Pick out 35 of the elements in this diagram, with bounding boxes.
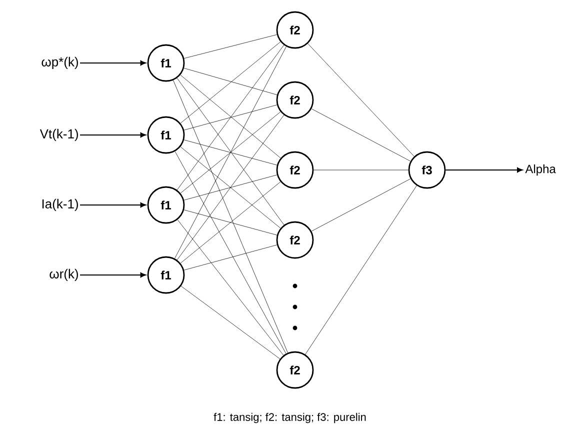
connection-line [184, 210, 278, 236]
connection-line [180, 286, 280, 360]
connection-line [173, 80, 288, 353]
input-label: Ia(k-1) [42, 198, 78, 212]
connection-line [176, 78, 284, 226]
connection-line [184, 244, 278, 270]
output-label: Alpha [525, 164, 556, 176]
connection-line [177, 220, 284, 356]
connection-line [184, 68, 278, 96]
connection-line [180, 42, 281, 124]
connection-line [311, 108, 411, 162]
connection-line [308, 43, 414, 157]
input-label: ωp*(k) [42, 56, 78, 70]
connection-line [176, 44, 284, 190]
arrow [80, 272, 146, 278]
connection-line [174, 46, 286, 259]
connection-line [174, 151, 286, 354]
arrow [445, 167, 523, 173]
connection-line [180, 146, 281, 228]
arrow [80, 132, 146, 138]
connection-line [180, 182, 281, 264]
arrow [80, 202, 146, 208]
connection-line [180, 112, 281, 194]
connection-line [184, 174, 278, 200]
connection-line [176, 114, 284, 260]
connection-line [180, 74, 281, 158]
connection-line [184, 34, 278, 59]
connection-line [305, 185, 417, 355]
connection-line [311, 178, 411, 232]
connection-line [184, 140, 278, 166]
connection-line [184, 104, 278, 130]
input-label: ωr(k) [50, 268, 78, 282]
arrow [80, 60, 146, 66]
input-label: Vt(k-1) [40, 128, 78, 142]
caption: f1: tansig; f2: tansig; f3: purelin [214, 412, 366, 424]
